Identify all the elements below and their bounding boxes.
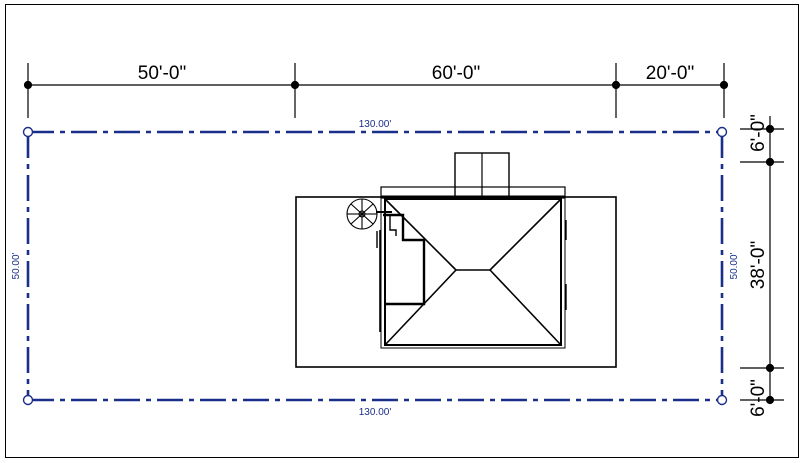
right-dimension-2: 38'-0" bbox=[748, 241, 769, 289]
spiral-stair-tread bbox=[350, 213, 363, 225]
right-dimension-1: 6'-0" bbox=[748, 114, 769, 152]
boundary-corners bbox=[22, 126, 728, 406]
spiral-stair-tread bbox=[350, 203, 363, 215]
property-boundary bbox=[26, 130, 724, 402]
top-dimension-chain bbox=[23, 63, 729, 118]
spiral-stair-tread bbox=[361, 213, 374, 225]
roof-hip-nw bbox=[384, 198, 457, 271]
spiral-stair bbox=[346, 198, 378, 230]
left-wing-outline bbox=[383, 213, 426, 306]
top-dimension-2: 60'-0" bbox=[432, 63, 480, 84]
main-roof bbox=[384, 198, 562, 346]
right-dim-node-1 bbox=[765, 124, 775, 134]
roof-hip-sw bbox=[384, 269, 457, 346]
boundary-label-right: 50.00' bbox=[729, 252, 740, 279]
top-dimension-1: 50'-0" bbox=[138, 63, 186, 84]
boundary-label-left: 50.00' bbox=[11, 252, 22, 279]
building-pad bbox=[295, 196, 617, 368]
top-dimension-3: 20'-0" bbox=[646, 63, 694, 84]
boundary-corner-ne bbox=[716, 126, 728, 138]
boundary-label-top: 130.00' bbox=[359, 119, 392, 130]
boundary-corner-sw bbox=[22, 394, 34, 406]
boundary-corner-se bbox=[716, 394, 728, 406]
main-roof-edge bbox=[380, 195, 566, 349]
top-dim-node-2 bbox=[290, 80, 300, 90]
boundary-label-bottom: 130.00' bbox=[359, 407, 392, 418]
right-dim-node-4 bbox=[765, 395, 775, 405]
boundary-corner-nw bbox=[22, 126, 34, 138]
right-dimension-chain bbox=[740, 116, 784, 405]
right-dim-node-3 bbox=[765, 363, 775, 373]
roof-hip-ne bbox=[489, 198, 562, 271]
house bbox=[346, 152, 567, 349]
roof-hip-se bbox=[489, 269, 562, 346]
drawing-frame bbox=[5, 4, 799, 458]
left-wing-inner bbox=[389, 215, 397, 236]
top-dim-node-1 bbox=[23, 80, 33, 90]
spiral-stair-tread bbox=[361, 203, 374, 215]
top-dim-node-3 bbox=[611, 80, 621, 90]
top-dim-node-4 bbox=[719, 80, 729, 90]
right-dim-node-2 bbox=[765, 157, 775, 167]
right-dimension-3: 6'-0" bbox=[748, 379, 769, 417]
